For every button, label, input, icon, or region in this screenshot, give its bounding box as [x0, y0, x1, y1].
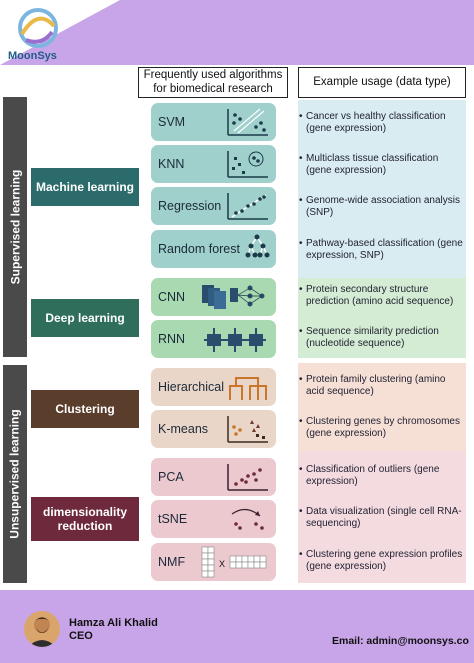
category-clustering: Clustering	[31, 390, 139, 428]
algo-nmf-label: NMF	[158, 555, 186, 569]
tsne-arrow-icon	[231, 508, 264, 530]
algo-hierarchical-label: Hierarchical	[158, 380, 224, 394]
algo-kmeans-label: K-means	[158, 422, 209, 436]
algo-knn-label: KNN	[158, 157, 185, 171]
footer-email: Email: admin@moonsys.co	[332, 635, 469, 647]
algo-regression: Regression	[151, 187, 276, 225]
example-pca: Classification of outliers (gene express…	[299, 464, 466, 488]
brand-name: MoonSys	[8, 50, 57, 62]
algo-rnn-label: RNN	[158, 332, 186, 346]
person-icon	[24, 611, 60, 647]
algo-nmf: NMF X	[151, 543, 276, 581]
algo-svm-label: SVM	[158, 115, 186, 129]
algo-pca-label: PCA	[158, 470, 184, 484]
example-nmf: Clustering gene expression profiles (gen…	[299, 549, 466, 573]
nmf-multiply-sign: X	[219, 559, 225, 569]
supervised-band: Supervised learning	[3, 97, 27, 357]
example-rnn: Sequence similarity prediction (nucleoti…	[299, 326, 466, 350]
example-hierarchical: Protein family clustering (amino acid se…	[299, 374, 466, 398]
header-band	[0, 0, 474, 65]
avatar	[24, 611, 60, 647]
random-forest-tree-icon	[245, 234, 270, 258]
algo-regression-label: Regression	[158, 199, 222, 213]
example-knn: Multiclass tissue classification (gene e…	[299, 153, 466, 177]
kmeans-cluster-icon	[227, 416, 268, 443]
algo-pca: PCA	[151, 458, 276, 496]
algo-random-forest-label: Random forest	[158, 242, 240, 256]
dendrogram-icon	[229, 377, 267, 400]
algo-random-forest: Random forest	[151, 230, 276, 268]
example-cnn: Protein secondary structure prediction (…	[299, 284, 466, 308]
algo-tsne: tSNE	[151, 500, 276, 538]
pca-scatter-icon	[227, 464, 268, 491]
knn-cluster-icon	[227, 151, 268, 178]
algo-cnn: CNN	[151, 278, 276, 316]
algo-hierarchical: Hierarchical	[151, 368, 276, 406]
algo-kmeans: K-means	[151, 410, 276, 448]
unsupervised-label: Unsupervised learning	[8, 409, 22, 539]
category-dimensionality-reduction: dimensionality reduction	[31, 497, 139, 541]
example-tsne: Data visualization (single cell RNA-sequ…	[299, 506, 466, 530]
rnn-chain-icon	[204, 328, 266, 352]
supervised-label: Supervised learning	[8, 169, 23, 285]
algo-tsne-label: tSNE	[158, 512, 188, 526]
example-svm: Cancer vs healthy classification (gene e…	[299, 111, 466, 135]
algo-rnn: RNN	[151, 320, 276, 358]
category-machine-learning: Machine learning	[31, 168, 139, 206]
footer-role: CEO	[69, 630, 93, 642]
algorithms-header: Frequently used algorithms for biomedica…	[138, 67, 288, 98]
cnn-layers-icon	[202, 285, 265, 309]
example-kmeans: Clustering genes by chromosomes (gene ex…	[299, 416, 466, 440]
algo-svm: SVM	[151, 103, 276, 141]
footer-name: Hamza Ali Khalid	[69, 617, 158, 629]
regression-line-icon	[227, 193, 268, 220]
nmf-matrix-icon: X	[201, 546, 267, 578]
footer-band	[0, 590, 474, 663]
example-regression: Genome-wide association analysis (SNP)	[299, 195, 466, 219]
algo-knn: KNN	[151, 145, 276, 183]
moonsys-logo-icon	[18, 8, 58, 48]
algo-cnn-label: CNN	[158, 290, 186, 304]
unsupervised-band: Unsupervised learning	[3, 365, 27, 583]
category-deep-learning: Deep learning	[31, 299, 139, 337]
examples-header: Example usage (data type)	[298, 67, 466, 98]
example-random-forest: Pathway-based classification (gene expre…	[299, 238, 466, 262]
svm-scatter-icon	[227, 108, 268, 136]
